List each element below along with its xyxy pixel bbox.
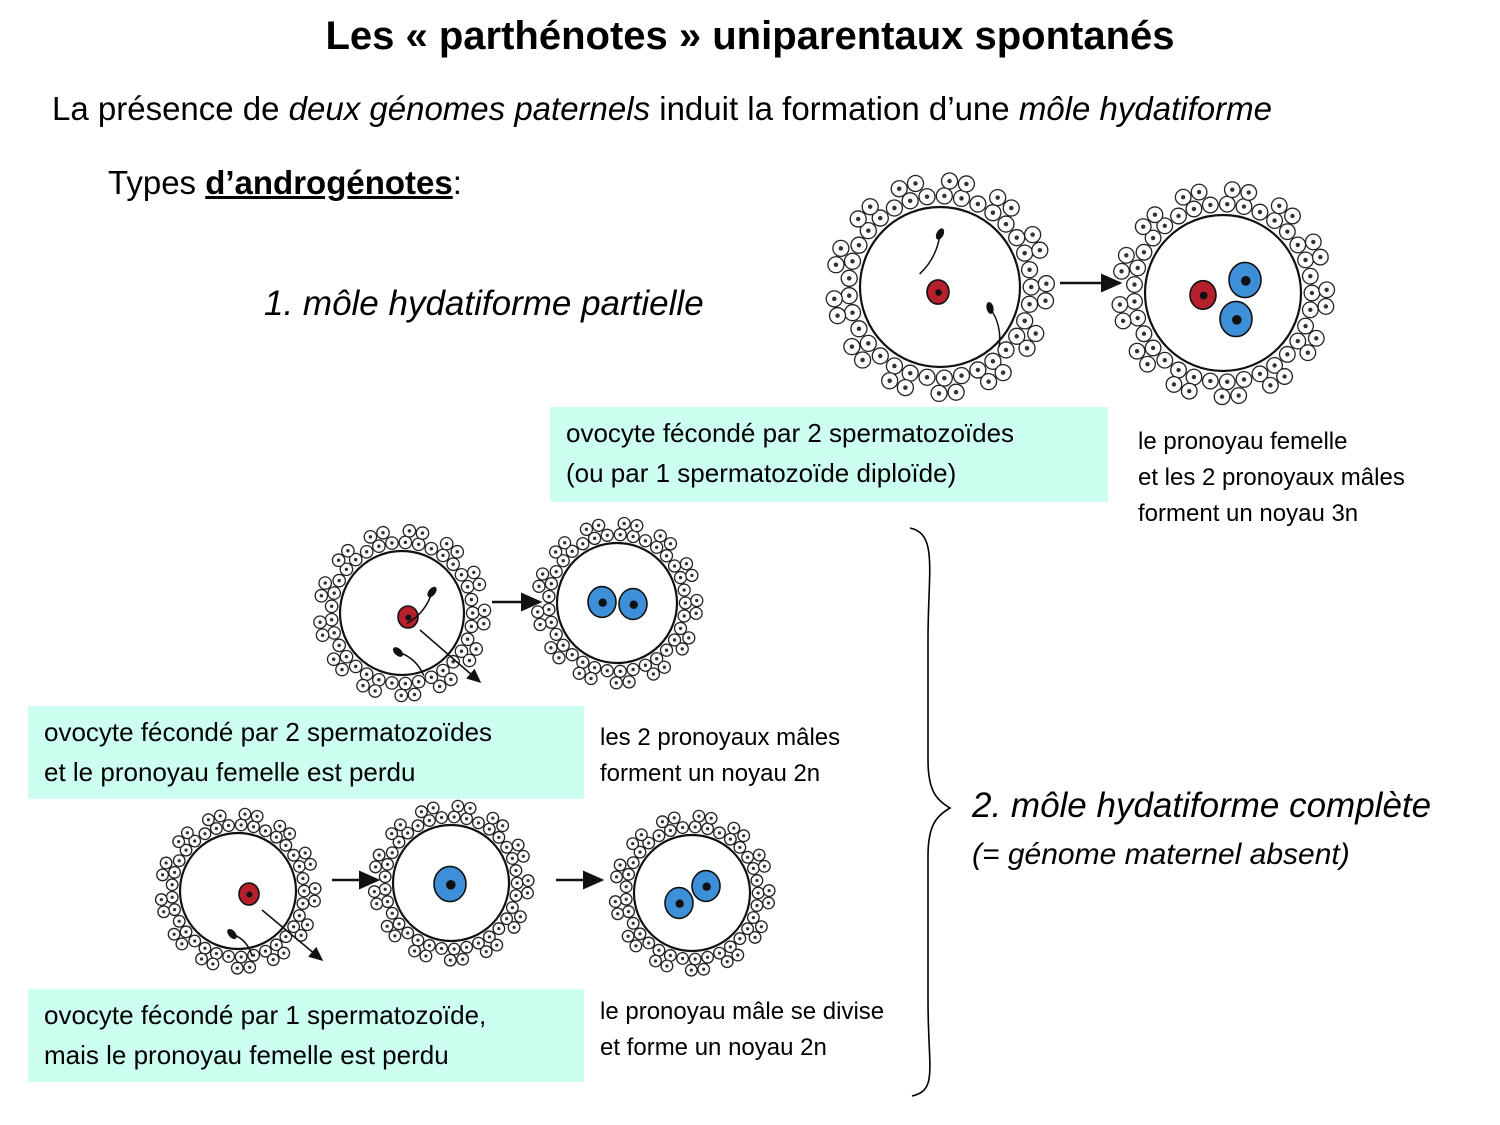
types-heading: Types d’androgénotes:	[108, 164, 462, 202]
complete-a-box-line-1: ovocyte fécondé par 2 spermatozoïdes	[44, 717, 493, 747]
complete-mole-sublabel: (= génome maternel absent)	[972, 838, 1350, 871]
slide-title: Les « parthénotes » uniparentaux spontan…	[325, 14, 1175, 58]
complete-a-note-line-2: forment un noyau 2n	[600, 760, 821, 787]
complete-b-box-line-2: mais le pronoyau femelle est perdu	[44, 1040, 449, 1070]
partial-note-line-2: et les 2 pronoyaux mâles	[1138, 464, 1405, 491]
oocyte-case-b-after	[608, 809, 776, 977]
complete-b-note-line-1: le pronoyau mâle se divise	[600, 998, 885, 1025]
types-term: d’androgénotes	[205, 164, 453, 201]
complete-b-box-line-1: ovocyte fécondé par 1 spermatozoïde,	[44, 1000, 487, 1030]
complete-b-caption-box: ovocyte fécondé par 1 spermatozoïde, mai…	[28, 989, 584, 1082]
partial-box-line-2: (ou par 1 spermatozoïde diploïde)	[566, 458, 957, 488]
oocyte-case-a-before	[313, 524, 492, 703]
complete-a-note-line-1: les 2 pronoyaux mâles	[600, 724, 841, 751]
partial-caption-box: ovocyte fécondé par 2 spermatozoïdes (ou…	[550, 407, 1108, 502]
curly-brace	[909, 527, 952, 1097]
oocyte-case-a-after	[531, 516, 704, 690]
subtitle-text-1: La présence de	[52, 90, 289, 127]
complete-a-box-line-2: et le pronoyau femelle est perdu	[44, 757, 416, 787]
subtitle-text-2: induit la formation d’une	[650, 90, 1019, 127]
complete-a-note: les 2 pronoyaux mâles forment un noyau 2…	[600, 720, 840, 792]
partial-note-line-3: forment un noyau 3n	[1138, 500, 1359, 527]
oocyte-case-b-middle	[367, 799, 535, 967]
subtitle-emphasis-paternal: deux génomes paternels	[288, 90, 651, 127]
subtitle-emphasis-mole: môle hydatiforme	[1018, 90, 1272, 127]
partial-note: le pronoyau femelle et les 2 pronoyaux m…	[1138, 424, 1405, 532]
types-suffix: :	[452, 164, 462, 201]
complete-b-note: le pronoyau mâle se divise et forme un n…	[600, 994, 884, 1066]
partial-box-line-1: ovocyte fécondé par 2 spermatozoïdes	[566, 418, 1015, 448]
complete-b-note-line-2: et forme un noyau 2n	[600, 1034, 827, 1061]
subtitle: La présence de deux génomes paternels in…	[52, 90, 1272, 128]
oocyte-case-b-before	[154, 807, 324, 975]
types-prefix: Types	[108, 164, 206, 201]
oocyte-partial-after	[1111, 181, 1336, 406]
complete-a-caption-box: ovocyte fécondé par 2 spermatozoïdes et …	[28, 706, 584, 799]
partial-mole-label: 1. môle hydatiforme partielle	[264, 284, 704, 323]
complete-mole-label: 2. môle hydatiforme complète	[972, 786, 1432, 825]
partial-note-line-1: le pronoyau femelle	[1138, 428, 1348, 455]
oocyte-partial-before	[825, 172, 1055, 403]
